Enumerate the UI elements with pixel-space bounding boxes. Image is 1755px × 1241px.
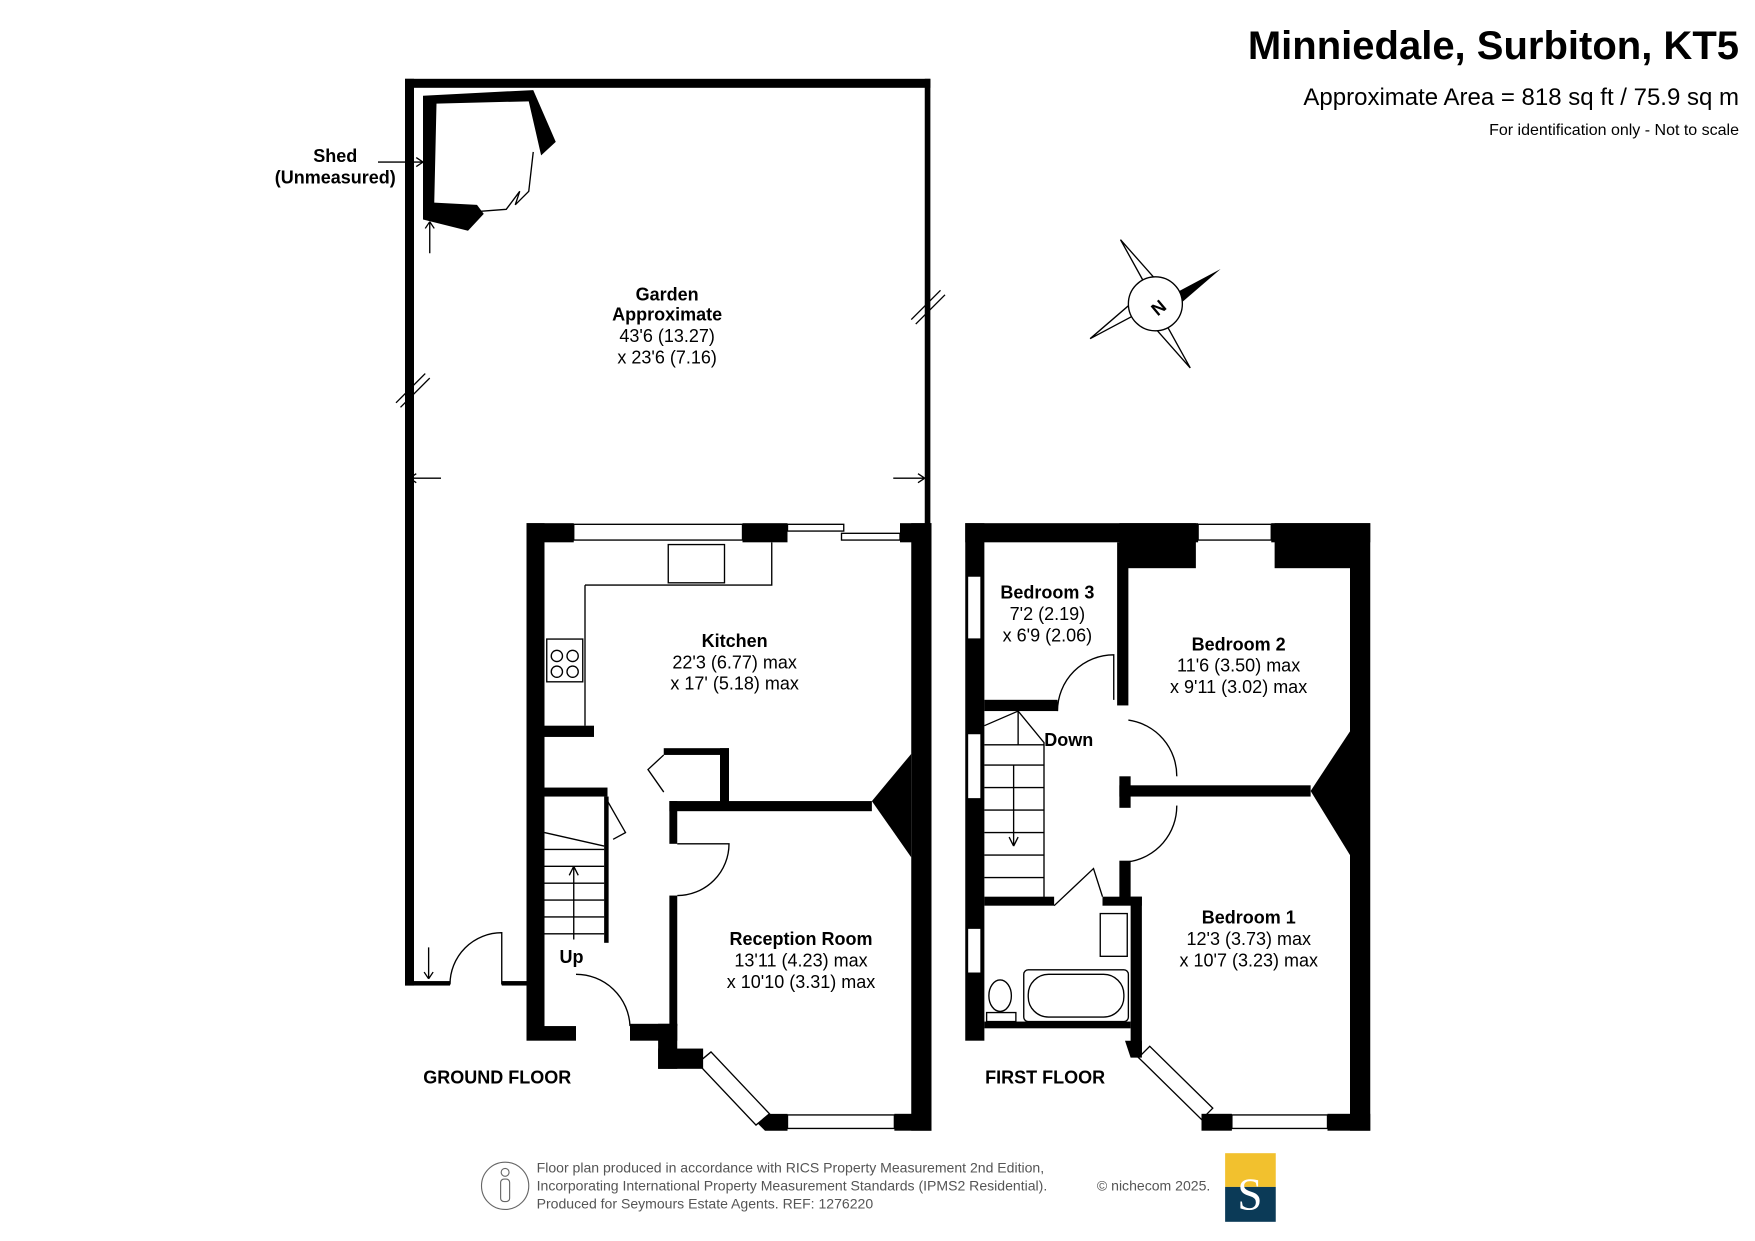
footer-line2: Incorporating International Property Mea… bbox=[537, 1177, 1048, 1193]
bedroom1-label: Bedroom 1 bbox=[1202, 908, 1296, 928]
kitchen-dim2: x 17' (5.18) max bbox=[670, 674, 799, 694]
stairs-up-label: Up bbox=[560, 947, 584, 967]
garden-label: Garden bbox=[636, 284, 699, 304]
shed bbox=[378, 90, 556, 254]
garden-dim1: 43'6 (13.27) bbox=[619, 326, 715, 346]
first-floor-stairs bbox=[984, 710, 1045, 901]
first-floor-label: FIRST FLOOR bbox=[985, 1067, 1105, 1087]
bedroom3-label: Bedroom 3 bbox=[1000, 583, 1094, 603]
bedroom3-dim1: 7'2 (2.19) bbox=[1010, 604, 1085, 624]
reception-dim2: x 10'10 (3.31) max bbox=[727, 972, 876, 992]
first-floor-walls bbox=[965, 523, 1371, 1131]
kitchen-label: Kitchen bbox=[702, 631, 768, 651]
disclaimer: For identification only - Not to scale bbox=[1489, 122, 1739, 139]
bedroom2-label: Bedroom 2 bbox=[1192, 634, 1286, 654]
rics-person-icon bbox=[480, 1161, 530, 1210]
shed-label: Shed bbox=[313, 146, 357, 166]
ground-floor-walls bbox=[526, 523, 932, 1131]
kitchen-dim1: 22'3 (6.77) max bbox=[672, 652, 797, 672]
bedroom2-dim2: x 9'11 (3.02) max bbox=[1170, 677, 1307, 697]
bedroom2-dim1: 11'6 (3.50) max bbox=[1177, 656, 1300, 676]
footer-line3: Produced for Seymours Estate Agents. REF… bbox=[537, 1195, 874, 1211]
seymours-logo: S bbox=[1225, 1153, 1276, 1222]
reception-dim1: 13'11 (4.23) max bbox=[734, 950, 867, 970]
property-title: Minniedale, Surbiton, KT5 bbox=[1247, 24, 1739, 68]
garden-outline bbox=[395, 78, 946, 986]
compass-icon: N bbox=[1089, 239, 1221, 369]
footer-line1: Floor plan produced in accordance with R… bbox=[537, 1159, 1045, 1175]
logo-letter: S bbox=[1237, 1169, 1262, 1219]
ground-floor-stairs bbox=[544, 831, 605, 940]
shed-note: (Unmeasured) bbox=[275, 167, 396, 187]
stairs-down-label: Down bbox=[1044, 730, 1093, 750]
approximate-area: Approximate Area = 818 sq ft / 75.9 sq m bbox=[1303, 84, 1739, 111]
footer-copyright: © nichecom 2025. bbox=[1097, 1177, 1210, 1193]
bedroom1-dim2: x 10'7 (3.23) max bbox=[1180, 950, 1319, 970]
bedroom1-dim1: 12'3 (3.73) max bbox=[1187, 929, 1311, 949]
reception-label: Reception Room bbox=[729, 929, 872, 949]
garden-sub: Approximate bbox=[612, 305, 722, 325]
garden-dim2: x 23'6 (7.16) bbox=[617, 347, 717, 367]
bedroom3-dim2: x 6'9 (2.06) bbox=[1003, 625, 1092, 645]
ground-floor-label: GROUND FLOOR bbox=[423, 1067, 571, 1087]
